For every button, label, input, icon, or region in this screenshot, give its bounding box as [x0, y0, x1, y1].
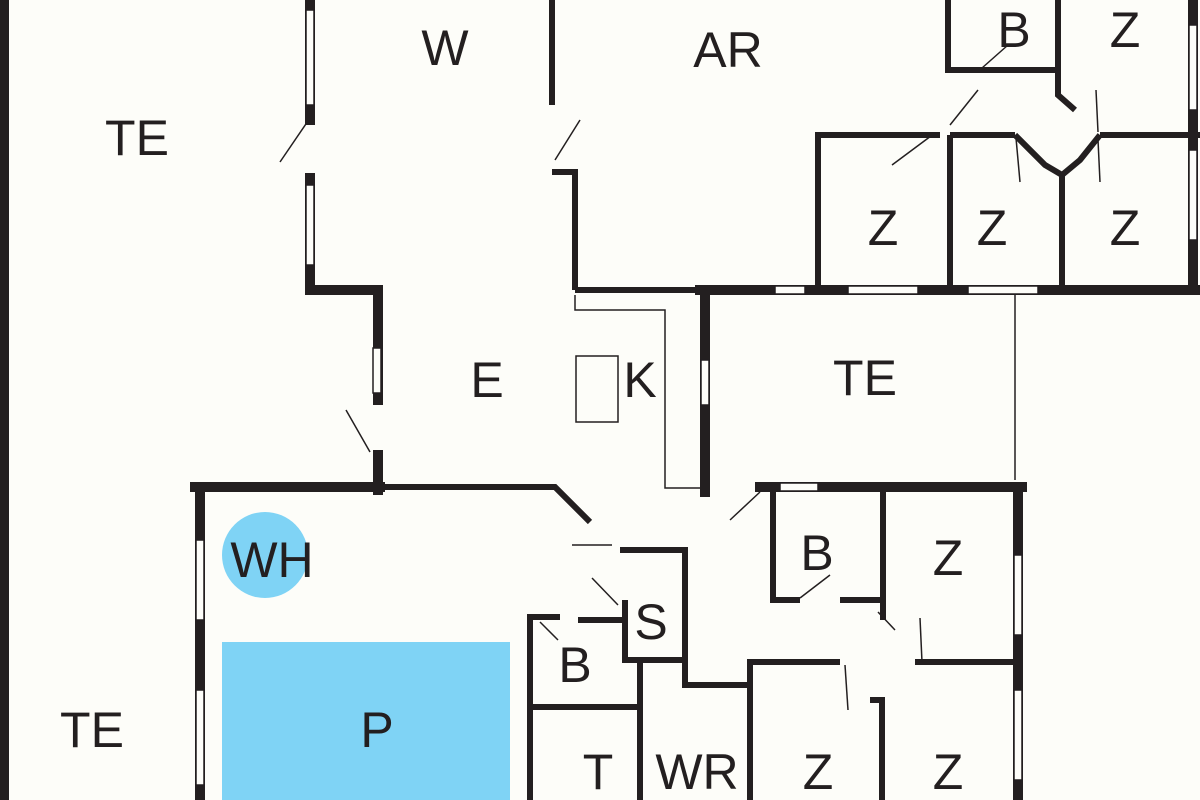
room-labels: TE W AR B Z Z Z Z E K TE WH B Z S B TE P…: [60, 2, 1140, 800]
pool: [222, 642, 510, 800]
room-wh: WH: [230, 532, 313, 588]
room-t: T: [583, 744, 614, 800]
room-ar: AR: [693, 22, 762, 78]
room-e: E: [470, 352, 503, 408]
room-z2: Z: [977, 200, 1008, 256]
room-w: W: [421, 20, 469, 76]
room-b-mid: B: [800, 525, 833, 581]
door-swings: [279, 44, 1101, 711]
room-te-left: TE: [105, 110, 169, 166]
windows: [195, 9, 1198, 786]
room-wr: WR: [655, 744, 738, 800]
room-z-low2: Z: [933, 744, 964, 800]
room-z-top-right: Z: [1110, 2, 1141, 58]
room-z-mid: Z: [933, 530, 964, 586]
whirlpool: [222, 512, 308, 598]
room-te-bottom-left: TE: [60, 702, 124, 758]
room-s: S: [634, 594, 667, 650]
kitchen-counter: [575, 355, 619, 423]
room-b-top: B: [997, 2, 1030, 58]
room-p: P: [360, 702, 393, 758]
room-te-mid: TE: [833, 350, 897, 406]
room-z1: Z: [868, 200, 899, 256]
room-b-low: B: [558, 637, 591, 693]
room-k: K: [623, 352, 656, 408]
room-z3: Z: [1110, 200, 1141, 256]
room-z-low1: Z: [803, 744, 834, 800]
